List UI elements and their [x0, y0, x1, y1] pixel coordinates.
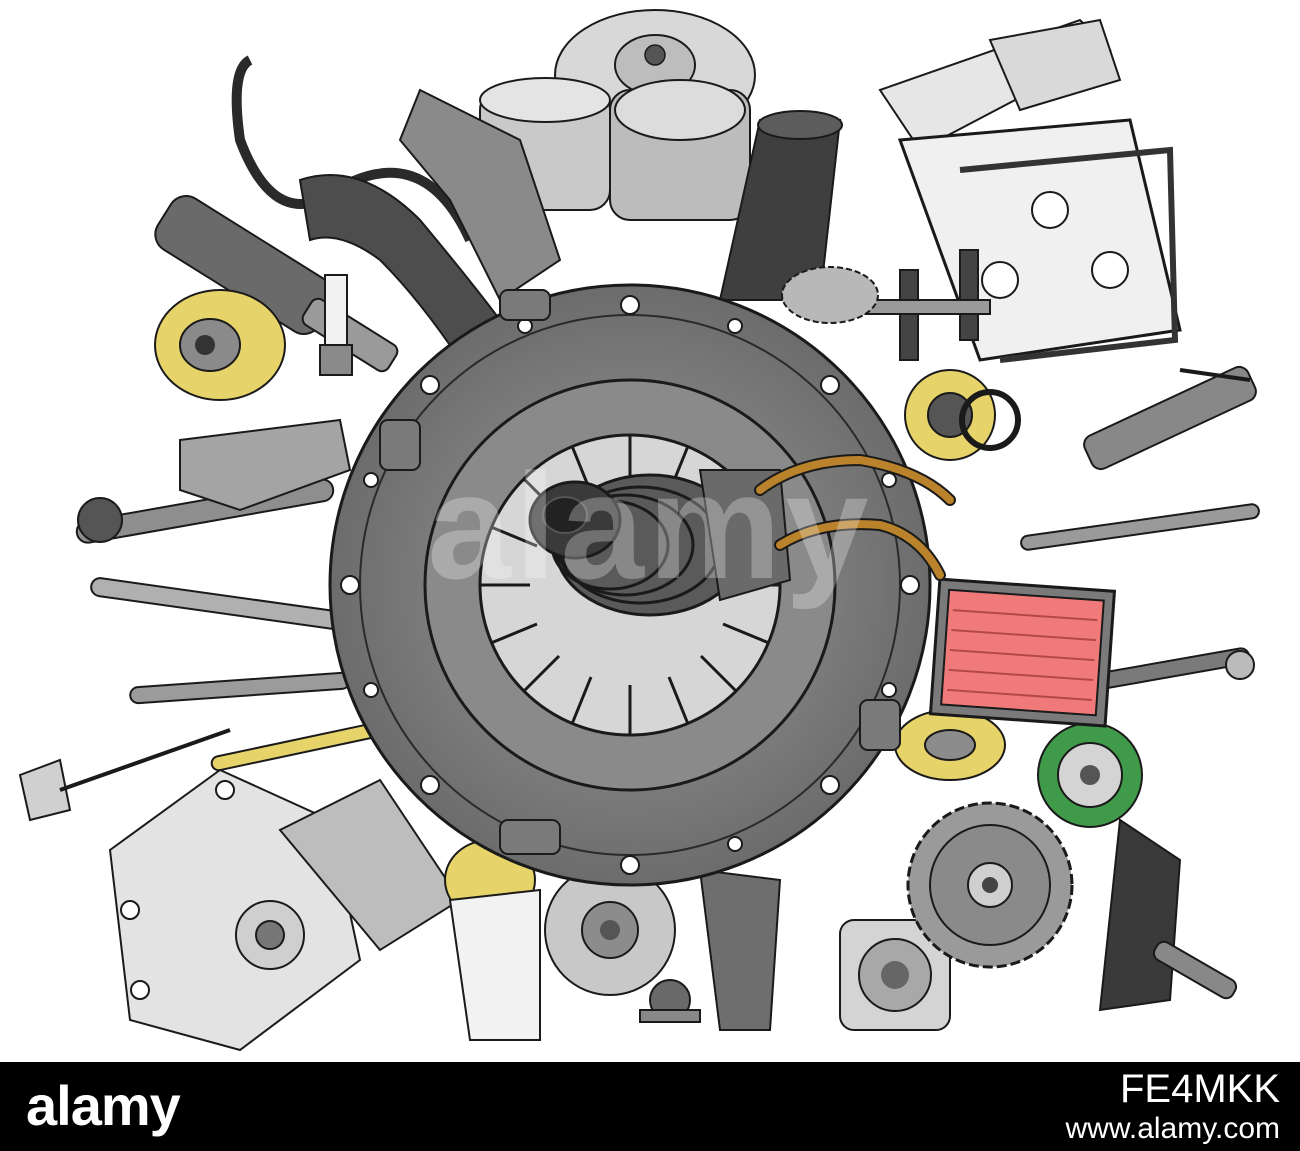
- shock-absorber-icon: [1083, 365, 1257, 471]
- bearing-hub-icon: [839, 919, 951, 1031]
- wheel-hub-icon: [544, 864, 676, 996]
- control-arm-left-icon: [179, 418, 352, 512]
- footer-bar: alamy FE4MKK www.alamy.com: [0, 1062, 1300, 1151]
- image-id: FE4MKK: [1119, 1067, 1280, 1111]
- belt-tensioner-icon: [1037, 722, 1143, 828]
- brake-pad-icon: [448, 868, 782, 1041]
- stabilizer-link-icon: [859, 249, 991, 361]
- auto-parts-illustration: [18, 9, 1260, 1052]
- spark-plug-icon: [319, 274, 353, 376]
- ball-joint-icon: [639, 979, 701, 1023]
- tie-rod-icon: [1020, 503, 1260, 689]
- tie-rod-left-icon: [18, 478, 380, 822]
- timing-chain-icon: [781, 266, 879, 324]
- release-bearing-icon: [528, 469, 792, 617]
- hydraulic-line-icon: [754, 453, 956, 581]
- timing-gear-icon: [906, 801, 1074, 969]
- pulley-icon: [154, 289, 286, 401]
- oil-seal-icon: [904, 369, 1021, 461]
- air-filter-icon: [928, 577, 1117, 728]
- drive-belt-icon: [231, 55, 475, 243]
- drive-shaft-icon: [1098, 818, 1238, 1012]
- site-url: www.alamy.com: [1065, 1112, 1280, 1145]
- alamy-logo: alamy: [26, 1074, 181, 1137]
- thermostat-icon: [894, 709, 1006, 781]
- image-id-block: FE4MKK www.alamy.com: [1066, 1066, 1280, 1146]
